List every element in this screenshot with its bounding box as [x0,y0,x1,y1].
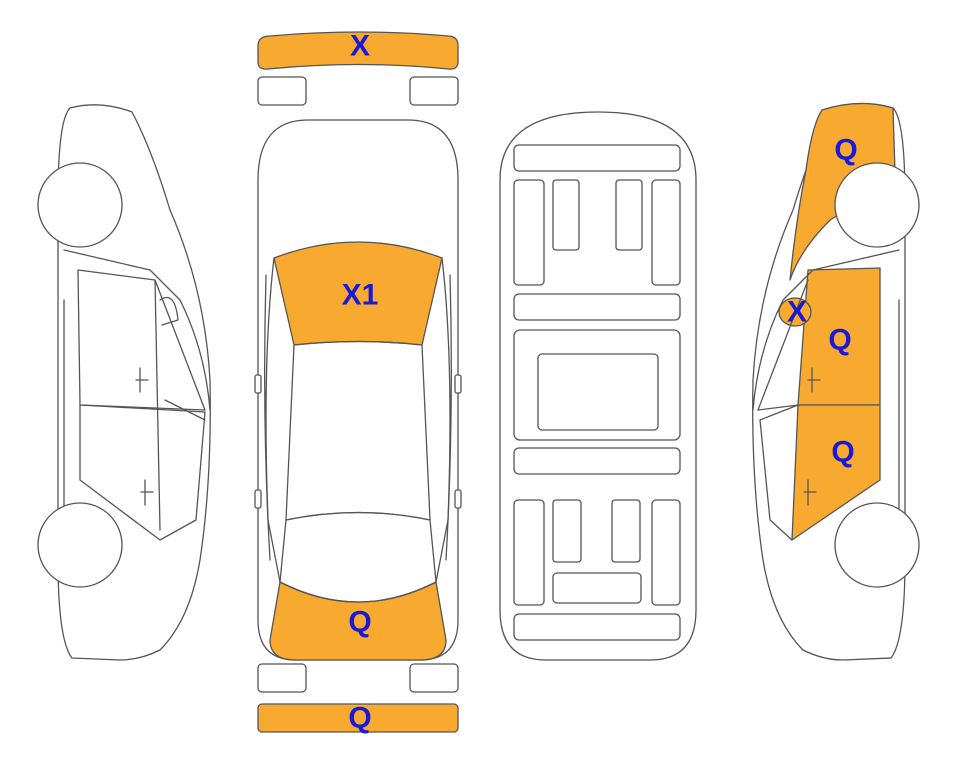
rear-left-taillight [257,663,307,693]
right-front-door-damage [791,404,881,541]
front-bumper-label: X [350,30,370,63]
left-side-body [57,104,211,661]
right-front-door-label: Q [831,436,854,469]
left-rear-wheel [37,502,123,588]
rear-right-taillight [409,663,459,693]
windshield-label: X1 [342,279,379,312]
left-front-wheel [37,162,123,248]
front-bumper-damage [257,31,459,70]
right-rear-quarter-label: Q [834,134,857,167]
rear-bumper-damage [257,703,459,733]
right-side-view: Q X Q Q [752,102,920,661]
underside-body [499,111,697,661]
rear-window-label: Q [348,606,371,639]
rear-bumper-label: Q [348,702,371,735]
right-front-wheel [834,502,920,588]
left-side-view [37,104,211,661]
top-body [257,119,459,661]
underside-view [499,111,697,661]
right-fuel-door-label: X [787,296,807,329]
front-left-headlight [257,76,307,106]
right-rear-door-label: Q [828,324,851,357]
right-rear-wheel [834,162,920,248]
front-right-headlight [409,76,459,106]
top-view: X X1 Q Q [254,30,462,735]
